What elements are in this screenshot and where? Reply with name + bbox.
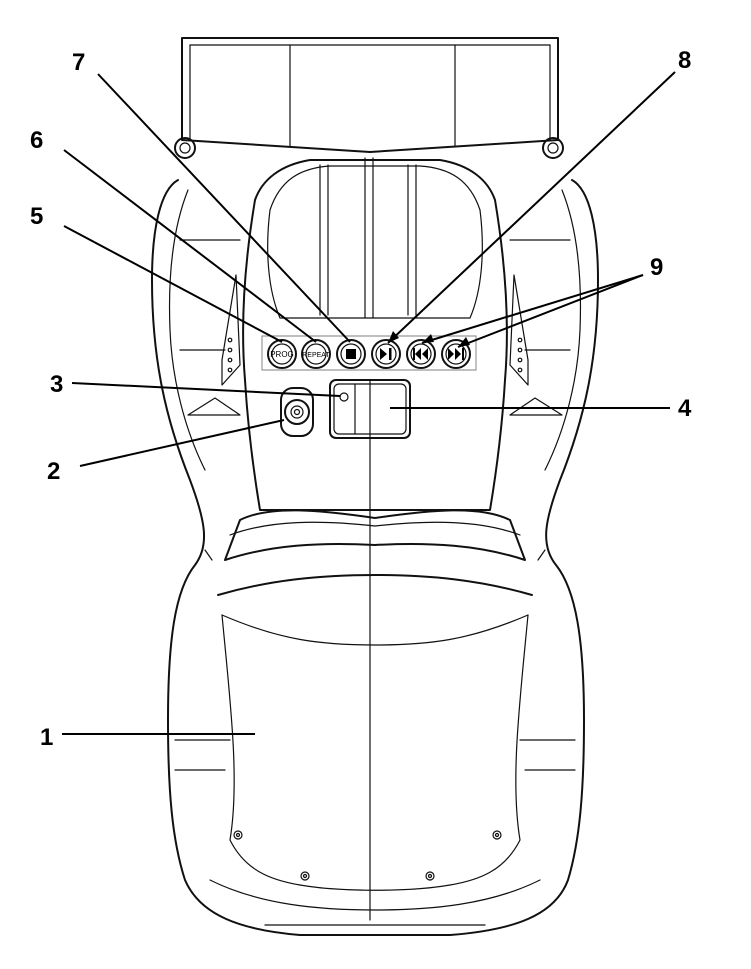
skip-forward-button[interactable] xyxy=(441,339,471,369)
arrow-8 xyxy=(388,331,399,343)
callout-6: 6 xyxy=(30,127,43,154)
leader-9a xyxy=(421,274,644,344)
leader-8 xyxy=(387,71,676,344)
leader-2 xyxy=(79,419,285,467)
callout-8: 8 xyxy=(678,47,691,74)
prog-button[interactable]: PROG xyxy=(267,339,297,369)
callout-1: 1 xyxy=(40,724,53,751)
play-pause-icon xyxy=(380,348,392,360)
leader-9b xyxy=(457,274,644,348)
leader-3 xyxy=(71,382,341,397)
stop-button[interactable] xyxy=(336,339,366,369)
volume-knob-icon xyxy=(290,405,304,419)
arrow-9a xyxy=(422,334,434,343)
prog-button-label: PROG xyxy=(270,350,294,359)
skip-forward-icon xyxy=(448,348,464,360)
repeat-button-label: REPEAT xyxy=(302,352,330,359)
callout-9: 9 xyxy=(650,254,663,281)
power-led-icon xyxy=(339,392,349,402)
stop-icon xyxy=(346,349,356,359)
callout-4: 4 xyxy=(678,395,692,422)
rear-spoiler xyxy=(174,37,564,159)
callout-7: 7 xyxy=(72,49,85,76)
arrow-9b xyxy=(458,337,470,347)
leader-7 xyxy=(97,73,351,343)
leader-6 xyxy=(63,149,317,343)
skip-back-icon xyxy=(413,348,428,360)
repeat-button[interactable]: REPEAT xyxy=(301,339,331,369)
control-panel: PROG REPEAT xyxy=(261,335,477,439)
callout-3: 3 xyxy=(50,371,63,398)
car-body xyxy=(151,157,599,936)
callout-numbers: 1 2 3 4 5 6 7 8 9 xyxy=(30,47,692,751)
callout-5: 5 xyxy=(30,203,43,230)
play-pause-button[interactable] xyxy=(371,339,401,369)
skip-back-button[interactable] xyxy=(406,339,436,369)
leader-5 xyxy=(63,225,283,343)
volume-knob[interactable] xyxy=(280,387,314,437)
callout-2: 2 xyxy=(47,458,60,485)
leader-lines xyxy=(62,71,676,735)
